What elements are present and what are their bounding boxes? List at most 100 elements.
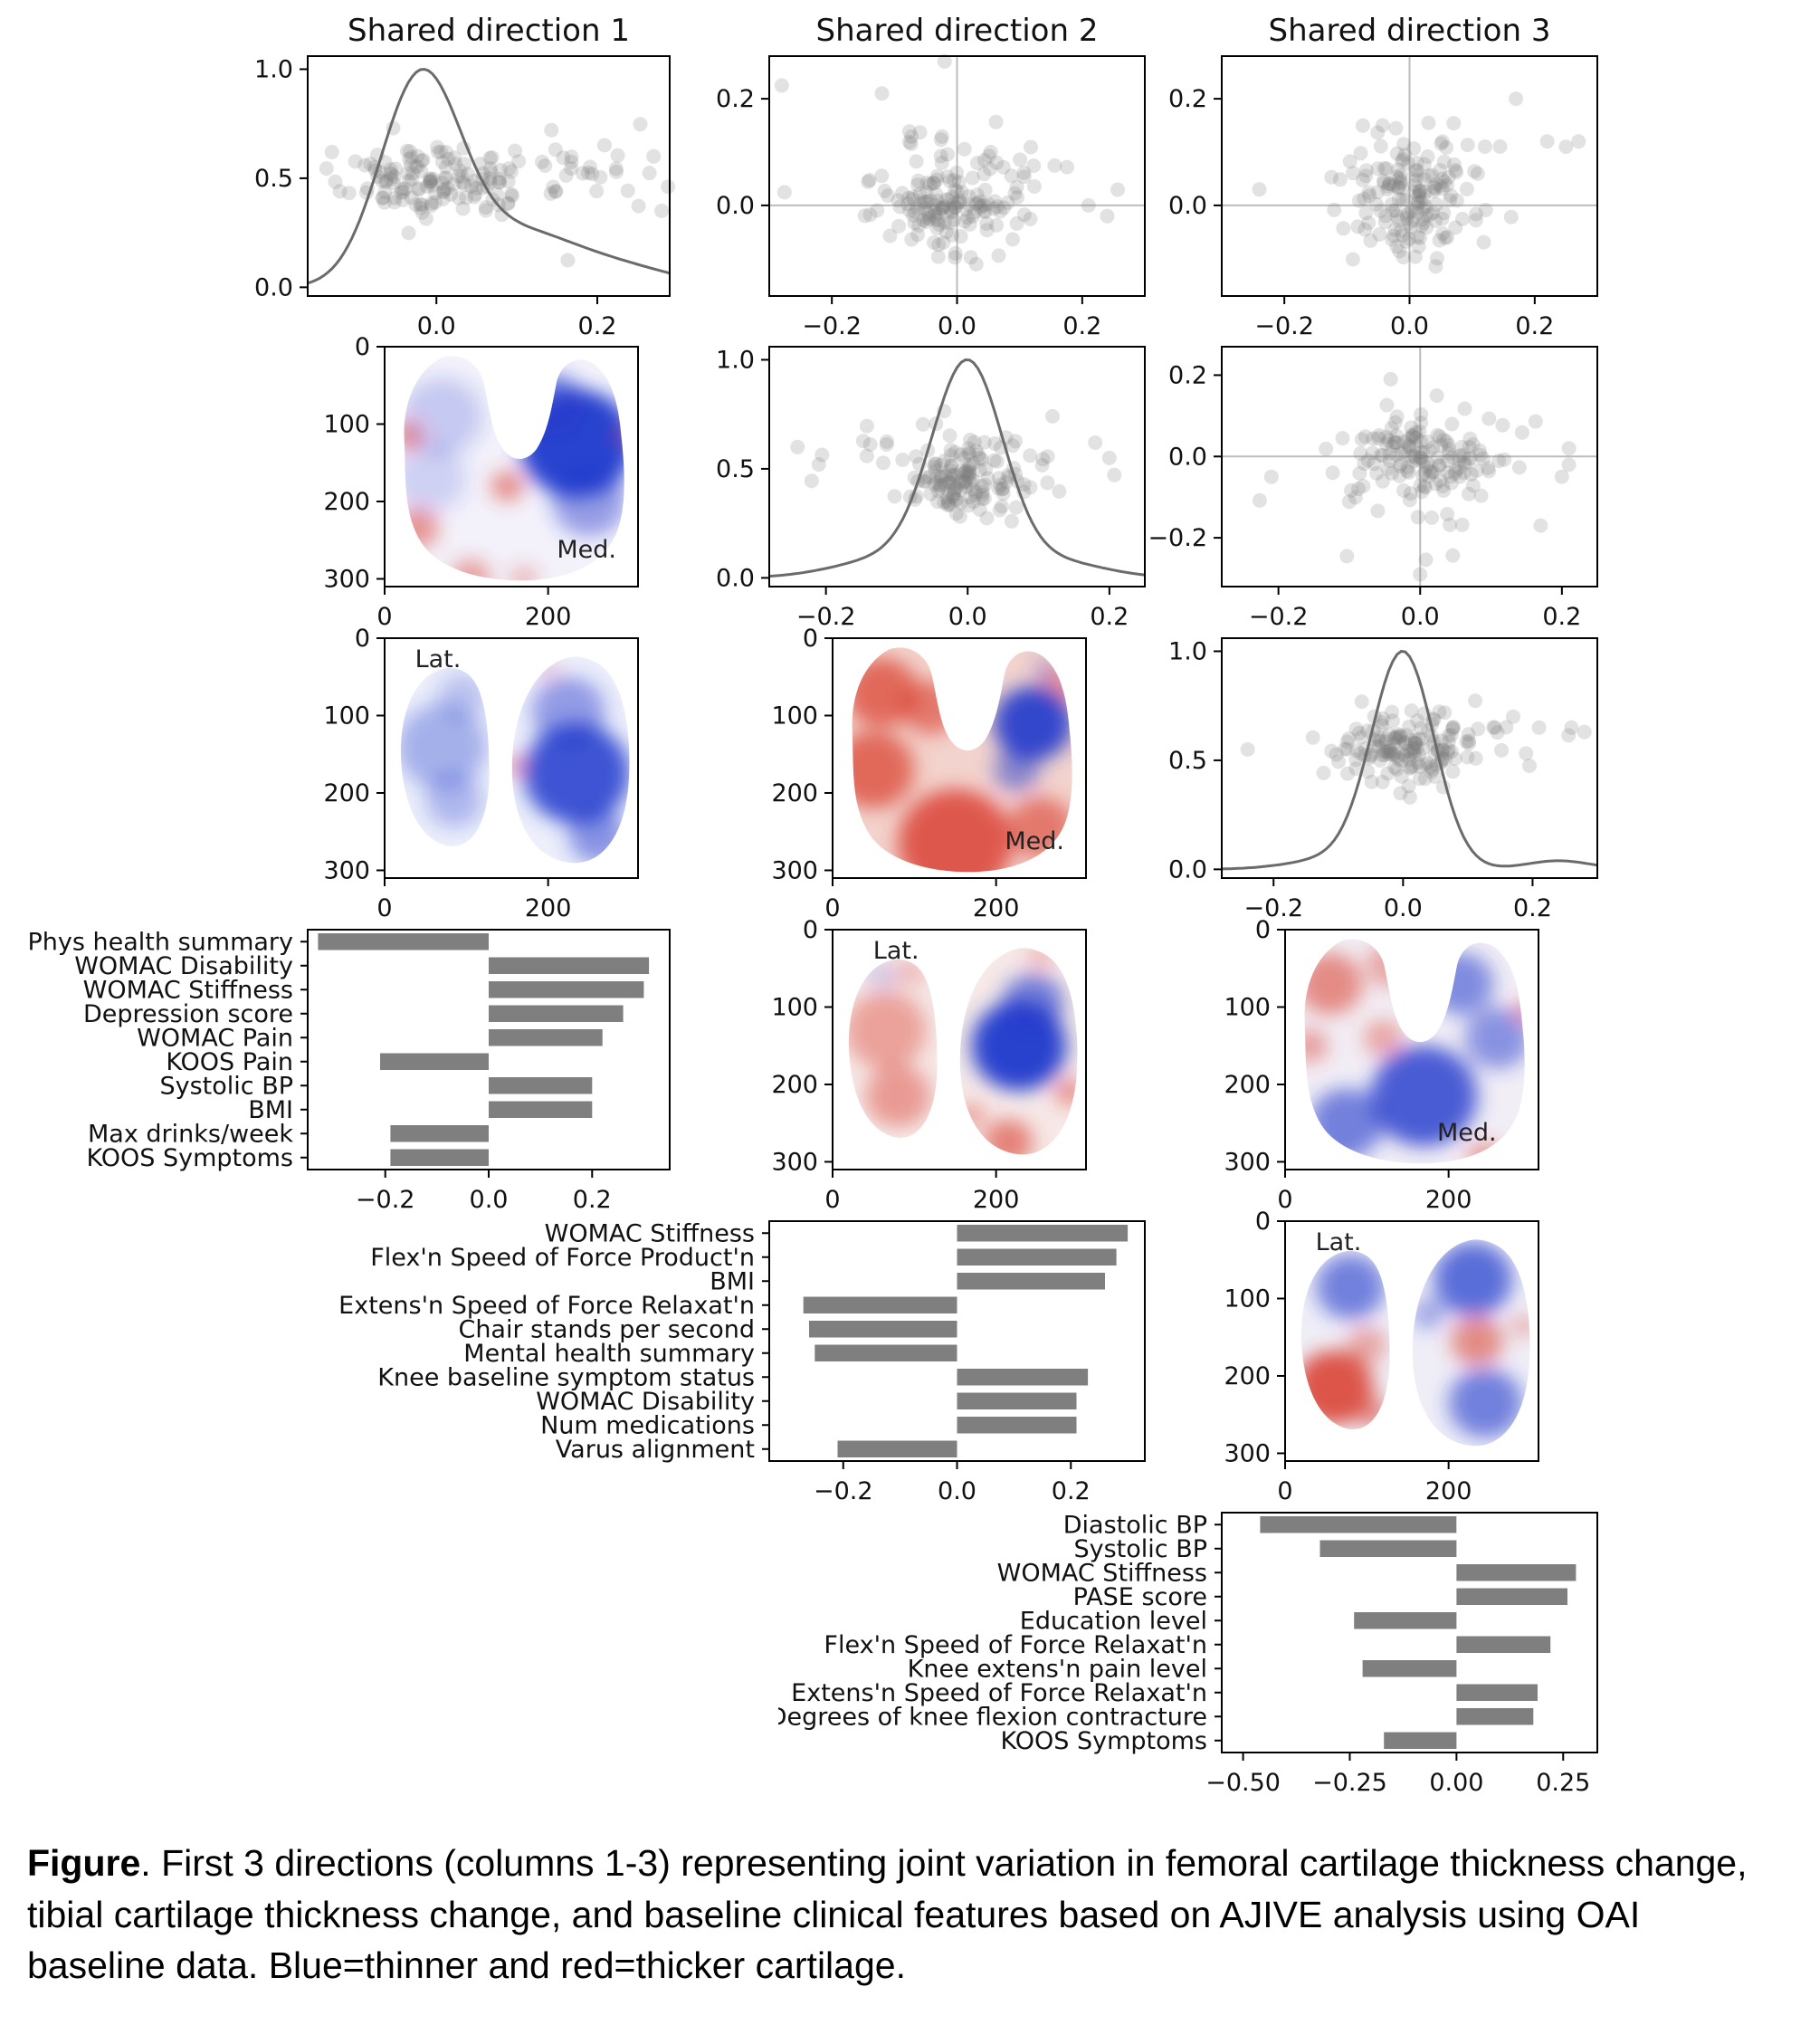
bar-label: Knee extens'n pain level (908, 1655, 1207, 1683)
bar-label: Extens'n Speed of Force Relaxat'n (338, 1292, 755, 1320)
y-tick-label: 300 (771, 856, 818, 884)
bar-label: WOMAC Stiffness (997, 1559, 1207, 1587)
x-tick-label: 200 (973, 1186, 1020, 1214)
x-tick-label: 0 (376, 894, 392, 922)
x-tick-label: −0.2 (1249, 603, 1309, 631)
bar-label: Flex'n Speed of Force Product'n (370, 1244, 755, 1272)
x-tick-label: 0.2 (573, 1186, 612, 1214)
x-tick-label: 0 (1277, 1477, 1292, 1505)
x-tick-label: 0.0 (938, 312, 976, 340)
bar-label: BMI (710, 1267, 755, 1295)
y-tick-label: 100 (323, 410, 370, 438)
x-tick-label: −0.2 (1243, 894, 1303, 922)
x-tick-label: 0.2 (1062, 312, 1101, 340)
column-title-2: Shared direction 2 (815, 13, 1099, 49)
x-tick-label: −0.2 (356, 1186, 415, 1214)
y-tick-label: 200 (323, 779, 370, 807)
bar-label: WOMAC Disability (536, 1388, 755, 1416)
x-tick-label: 0.0 (1401, 603, 1440, 631)
bar-label: Systolic BP (1073, 1535, 1207, 1563)
x-tick-label: 0.00 (1429, 1769, 1483, 1797)
bar-label: Education level (1020, 1607, 1207, 1635)
y-tick-label: 100 (1224, 993, 1271, 1021)
bar-label: Diastolic BP (1063, 1511, 1207, 1539)
bar-label: Phys health summary (28, 928, 294, 956)
x-tick-label: −0.50 (1205, 1769, 1281, 1797)
bar-label: WOMAC Disability (74, 952, 293, 980)
region-label: Lat. (873, 937, 919, 965)
region-label: Med. (1437, 1119, 1497, 1147)
y-tick-label: 200 (1224, 1071, 1271, 1099)
y-tick-label: 200 (323, 488, 370, 516)
bar-label: Varus alignment (556, 1436, 755, 1464)
x-tick-label: −0.2 (796, 603, 856, 631)
y-tick-label: 300 (323, 565, 370, 593)
x-tick-label: 200 (525, 603, 572, 631)
panel-p23: −0.2 0.0 0.2 −0.2 0.0 0.2 (1136, 334, 1612, 639)
y-tick-label: 300 (771, 1148, 818, 1176)
region-label: Med. (1005, 827, 1064, 855)
x-tick-label: 0.2 (578, 312, 617, 340)
y-tick-label: 0.0 (716, 192, 755, 220)
y-tick-label: 0.0 (1168, 443, 1207, 471)
bar-label: PASE score (1073, 1583, 1207, 1611)
y-tick-label: −0.2 (1148, 524, 1207, 552)
x-tick-label: 0.2 (1513, 894, 1552, 922)
y-tick-label: 100 (323, 702, 370, 730)
column-title-1: Shared direction 1 (348, 13, 630, 49)
y-tick-label: 0 (355, 626, 370, 653)
x-tick-label: 0 (376, 603, 392, 631)
caption-text: . First 3 directions (columns 1-3) repre… (27, 1842, 1748, 1987)
figure-caption: Figure. First 3 directions (columns 1-3)… (27, 1838, 1774, 1991)
bar-label: WOMAC Stiffness (545, 1219, 755, 1247)
x-tick-label: 0.2 (1542, 603, 1581, 631)
y-tick-label: 100 (1224, 1285, 1271, 1313)
x-tick-label: 0 (824, 894, 840, 922)
y-tick-label: 200 (1224, 1362, 1271, 1390)
x-tick-label: 0.0 (938, 1477, 976, 1505)
y-tick-label: 0.0 (716, 564, 755, 592)
y-tick-label: 100 (771, 993, 818, 1021)
y-tick-label: 300 (323, 856, 370, 884)
y-tick-label: 0.5 (1168, 747, 1207, 775)
x-tick-label: 0.0 (1384, 894, 1423, 922)
y-tick-label: 300 (1224, 1148, 1271, 1176)
bar-label: Systolic BP (159, 1072, 293, 1100)
x-tick-label: 0.0 (1390, 312, 1429, 340)
bar-label: Max drinks/week (88, 1120, 293, 1148)
y-tick-label: 0.2 (1168, 361, 1207, 389)
bar-label: Mental health summary (463, 1340, 755, 1368)
y-tick-label: 1.0 (254, 55, 293, 83)
y-tick-label: 0.5 (716, 455, 755, 483)
x-tick-label: −0.2 (1254, 312, 1314, 340)
y-tick-label: 0.5 (254, 165, 293, 193)
x-tick-label: 0 (824, 1186, 840, 1214)
y-tick-label: 0.2 (716, 85, 755, 113)
column-title-3: Shared direction 3 (1268, 13, 1551, 49)
x-tick-label: 0.2 (1515, 312, 1554, 340)
x-tick-label: 200 (525, 894, 572, 922)
